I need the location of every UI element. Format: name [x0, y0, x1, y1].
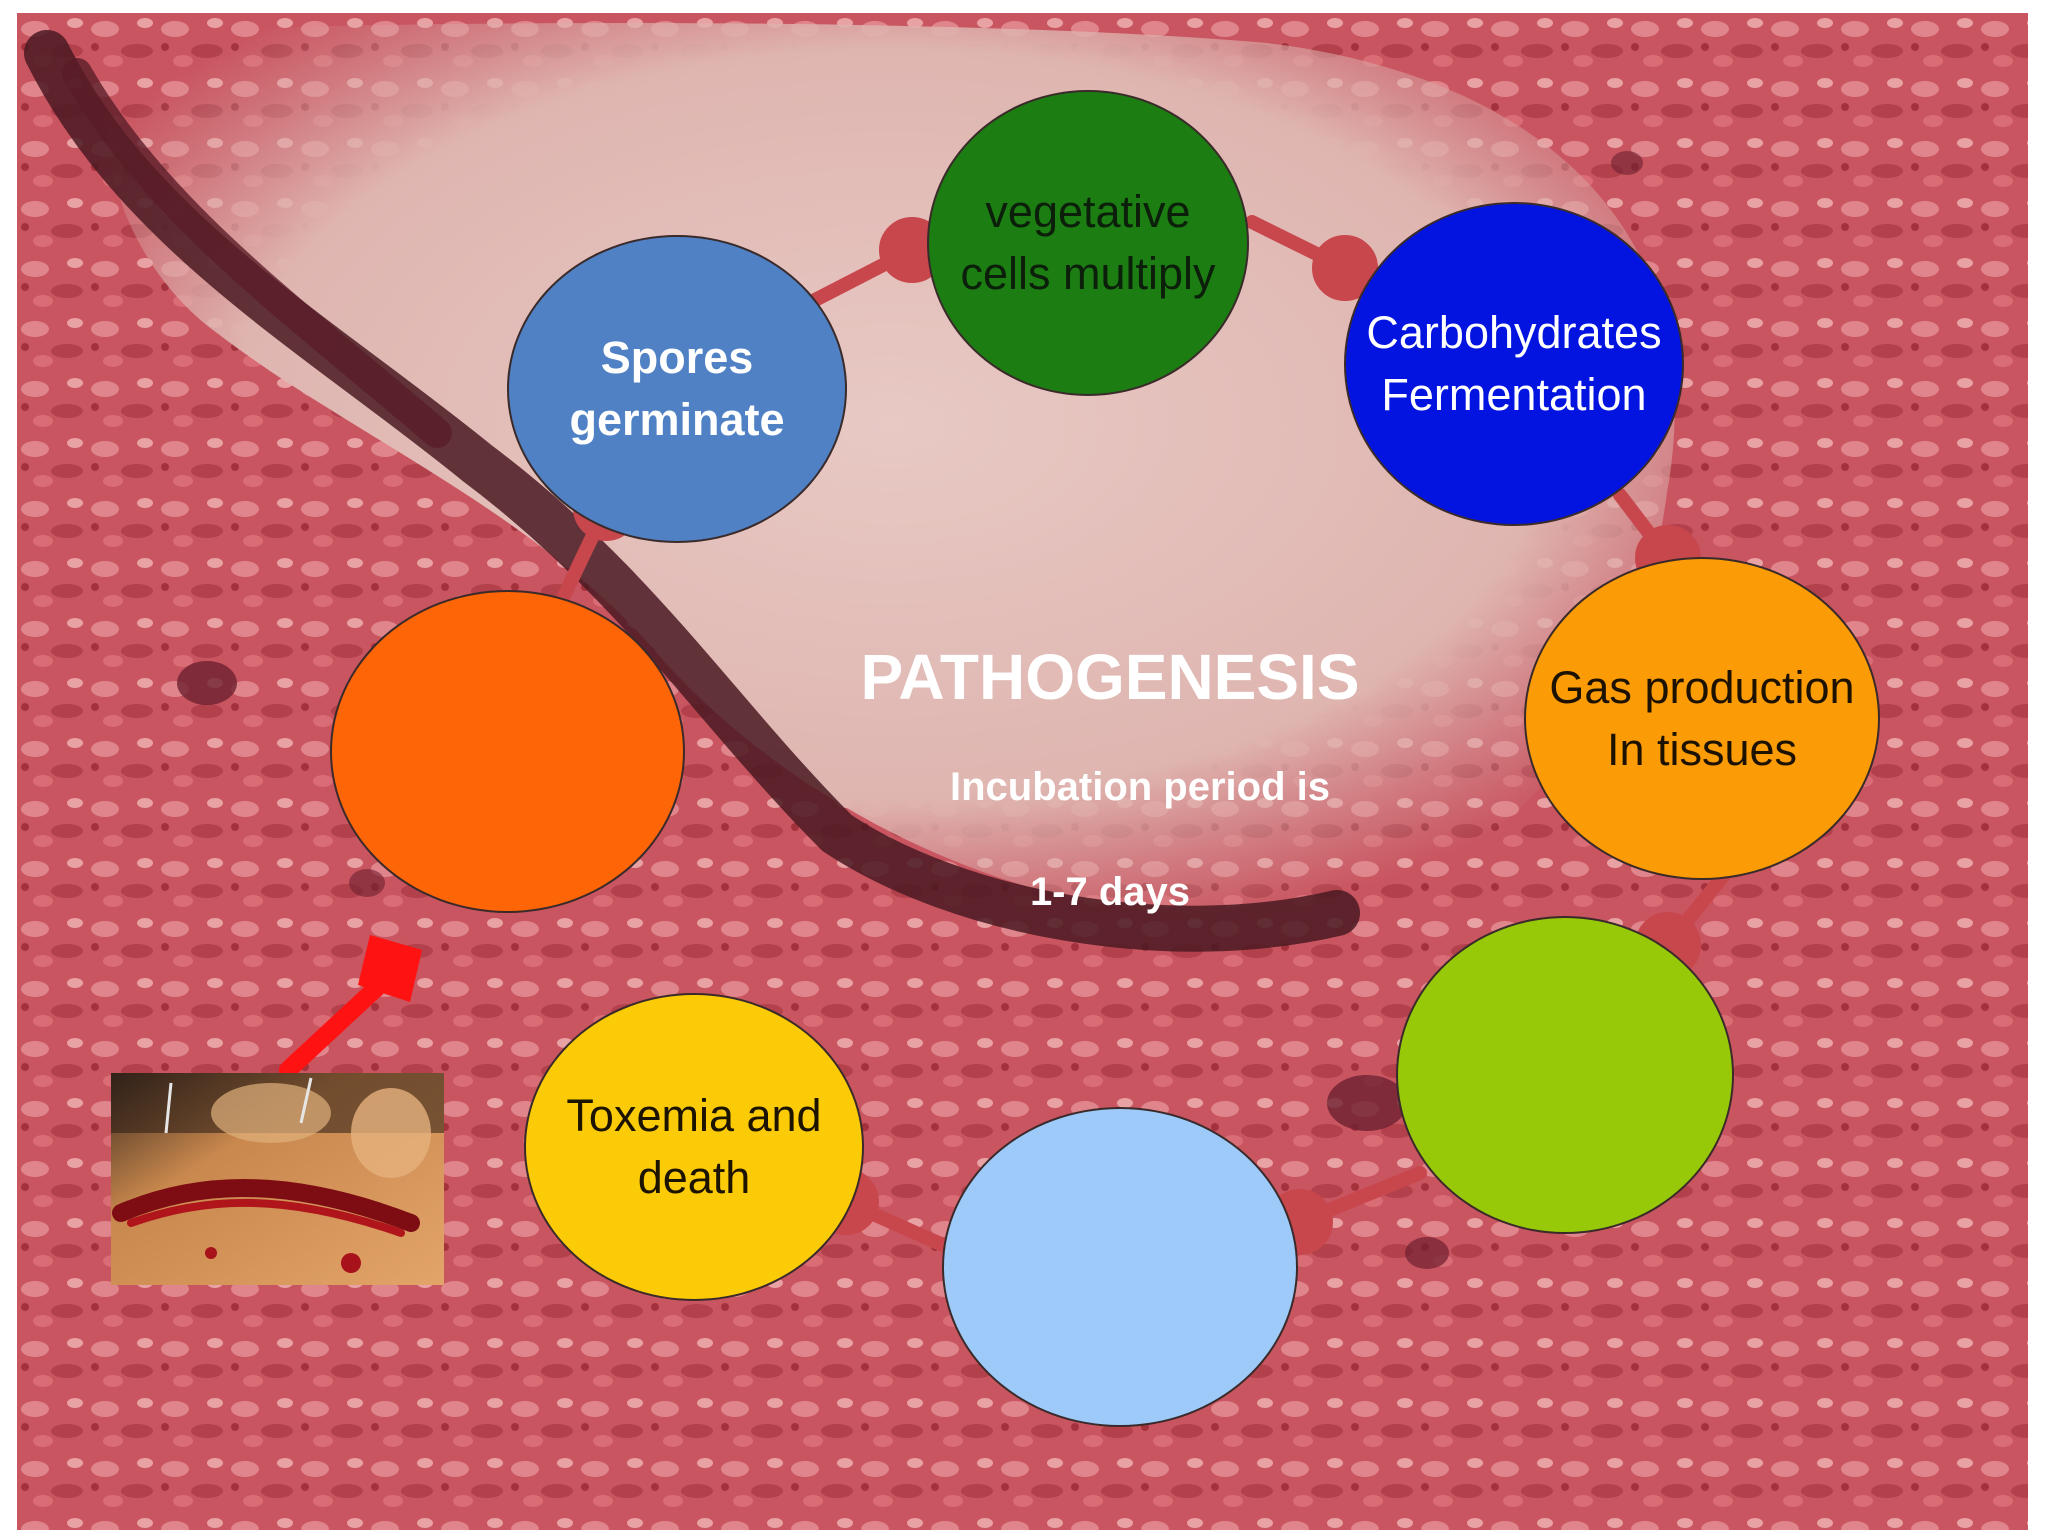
red-arrow-icon [279, 935, 422, 1079]
stage-spores-label: Spores germinate [569, 332, 785, 445]
stage-green-blank [1396, 916, 1734, 1234]
stage-spores-germinate: Spores germinate [507, 235, 847, 543]
wound-photo-image [111, 1073, 444, 1285]
pathogenesis-title: PATHOGENESIS [860, 641, 1360, 713]
stage-vegetative-cells: vegetative cells multiply [927, 90, 1249, 396]
stage-carbohydrates-label: Carbohydrates Fermentation [1366, 307, 1662, 420]
incubation-value: 1-7 days [1029, 870, 1191, 914]
stage-gas-label: Gas production In tissues [1549, 661, 1855, 775]
wound-photo [111, 1073, 444, 1285]
stage-orange-blank [330, 590, 685, 913]
stage-carbohydrates-fermentation: Carbohydrates Fermentation [1344, 202, 1684, 526]
connector-dot [1312, 235, 1378, 301]
stage-light-blue-blank [942, 1107, 1298, 1427]
incubation-label: Incubation period is [949, 765, 1331, 809]
stage-gas-production: Gas production In tissues [1524, 557, 1880, 880]
stage-toxemia-death: Toxemia and death [524, 993, 864, 1301]
stage-toxemia-label: Toxemia and death [566, 1090, 822, 1203]
stage-vegetative-label: vegetative cells multiply [960, 186, 1216, 299]
